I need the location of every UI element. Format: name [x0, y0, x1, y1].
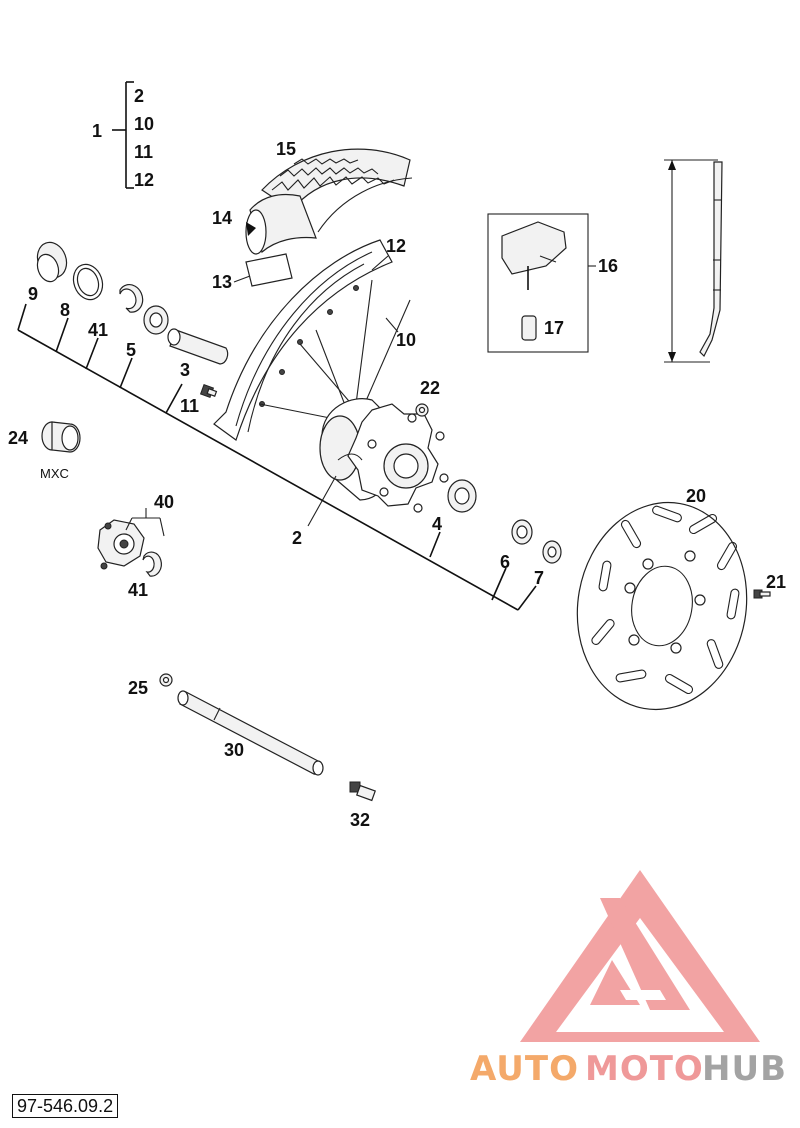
callout-17: 17	[544, 318, 564, 338]
spacer-7	[542, 540, 562, 564]
callout-5: 5	[126, 340, 136, 360]
rim-tape-13	[245, 253, 293, 287]
speedo-drive-40	[97, 519, 145, 570]
axle-30	[177, 690, 324, 776]
callout-30: 30	[224, 740, 244, 760]
callout-3: 3	[180, 360, 190, 380]
callout-11: 11	[180, 396, 199, 416]
callout-25: 25	[128, 678, 148, 698]
callout-4: 4	[432, 514, 442, 534]
bearing-5	[143, 305, 169, 335]
bearing-4	[447, 479, 477, 513]
callout-1-12: 12	[134, 170, 154, 190]
drawing-number: 97-546.09.2	[12, 1094, 119, 1118]
callout-24: 24	[8, 428, 28, 448]
callout-1-11: 11	[134, 142, 153, 162]
callout-10: 10	[396, 330, 416, 350]
spacer-3	[167, 328, 229, 365]
note-mxc: MXC	[40, 466, 69, 481]
circlip-41-right	[142, 551, 162, 577]
callout-16: 16	[598, 256, 618, 276]
callout-2: 2	[292, 528, 302, 548]
automotohub-logo: AUTO MOTO HUB	[470, 870, 787, 1089]
watermark-hub: HUB	[702, 1049, 787, 1089]
tube-14	[245, 193, 317, 255]
spokes-10	[259, 279, 411, 421]
hub-2	[319, 398, 449, 513]
callout-7: 7	[534, 568, 544, 588]
spoke-dimension	[664, 159, 723, 363]
ring-8	[72, 263, 104, 301]
callout-15: 15	[276, 139, 296, 159]
watermark-moto: MOTO	[585, 1049, 704, 1089]
callout-40: 40	[154, 492, 174, 512]
callout-41-left: 41	[88, 320, 108, 340]
callout-20: 20	[686, 486, 706, 506]
rim-12	[213, 239, 393, 441]
callout-12: 12	[386, 236, 406, 256]
callout-8: 8	[60, 300, 70, 320]
circlip-41-left	[119, 283, 144, 313]
callout-1-2: 2	[134, 86, 144, 106]
callout-1-10: 10	[134, 114, 154, 134]
callout-32: 32	[350, 810, 370, 830]
tyre-15	[261, 148, 413, 233]
kit-1-bracket: 1 2 10 11 12	[92, 81, 154, 190]
spacer-24-mxc	[41, 421, 81, 453]
screw-11	[199, 383, 218, 399]
callout-41-right: 41	[128, 580, 148, 600]
bolt-21	[753, 589, 771, 599]
callout-1: 1	[92, 121, 102, 141]
seal-9	[36, 241, 68, 283]
callout-9: 9	[28, 284, 38, 304]
valve-box	[487, 213, 596, 353]
watermark-auto: AUTO	[470, 1049, 579, 1089]
callout-21: 21	[766, 572, 786, 592]
nut-22	[415, 403, 429, 417]
callout-13: 13	[212, 272, 232, 292]
callout-22: 22	[420, 378, 440, 398]
callout-6: 6	[500, 552, 510, 572]
bracket-40	[125, 508, 165, 537]
seal-6	[511, 519, 533, 545]
brake-disc-20	[576, 501, 748, 711]
assembly-leader-line	[17, 303, 537, 611]
callout-14: 14	[212, 208, 232, 228]
nut-25	[159, 673, 173, 687]
bolt-32	[349, 781, 376, 802]
